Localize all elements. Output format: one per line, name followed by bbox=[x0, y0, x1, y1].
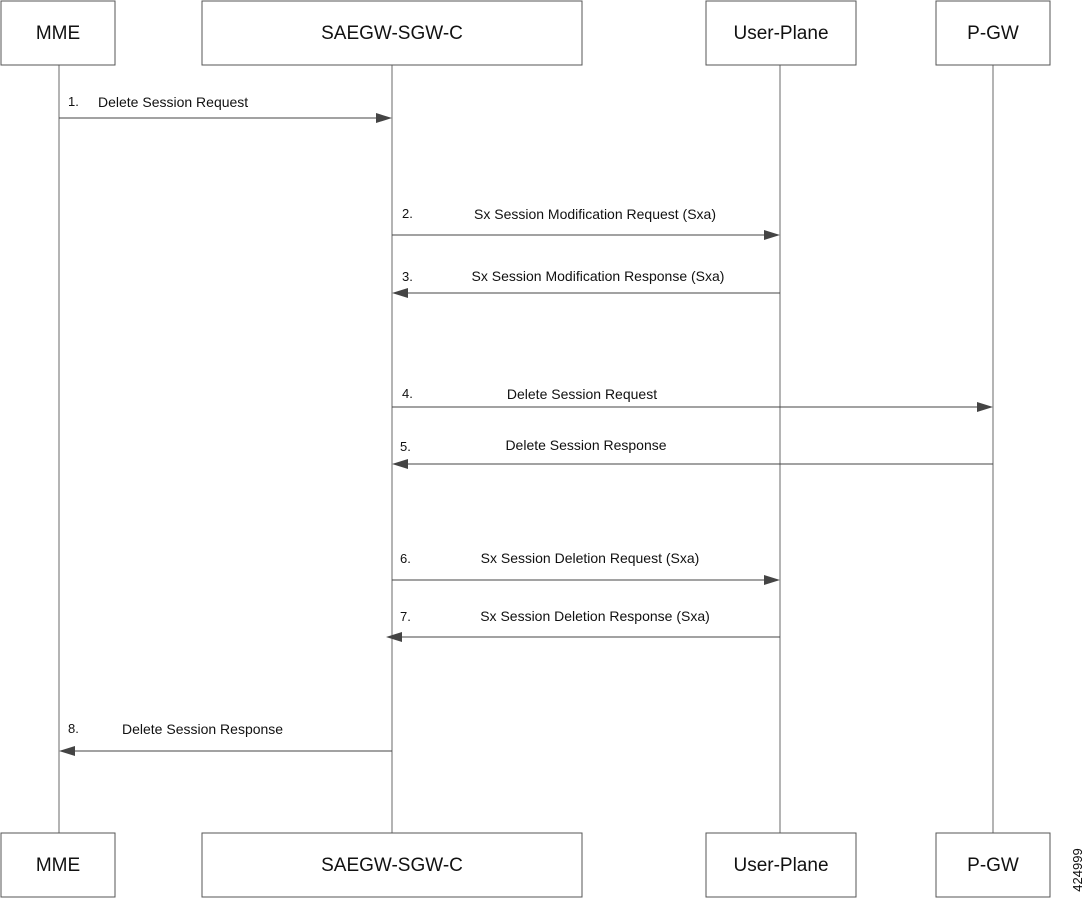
arrowhead-icon bbox=[764, 230, 780, 240]
message-2: 2. Sx Session Modification Request (Sxa) bbox=[392, 206, 780, 240]
step-number: 4. bbox=[402, 386, 413, 401]
participant-label: SAEGW-SGW-C bbox=[321, 855, 463, 876]
message-7: 7. Sx Session Deletion Response (Sxa) bbox=[386, 608, 780, 642]
participant-label: P-GW bbox=[967, 855, 1019, 876]
step-number: 3. bbox=[402, 269, 413, 284]
arrowhead-icon bbox=[59, 746, 75, 756]
participant-label: User-Plane bbox=[733, 23, 828, 44]
message-1: 1. Delete Session Request bbox=[59, 94, 392, 123]
participant-top-sgw: SAEGW-SGW-C bbox=[201, 0, 583, 66]
arrowhead-icon bbox=[376, 113, 392, 123]
step-number: 5. bbox=[400, 439, 411, 454]
arrowhead-icon bbox=[392, 288, 408, 298]
figure-id: 424999 bbox=[1070, 848, 1085, 891]
message-label: Delete Session Response bbox=[122, 721, 283, 737]
participant-top-up: User-Plane bbox=[705, 0, 857, 66]
participant-label: MME bbox=[36, 855, 80, 876]
message-6: 6. Sx Session Deletion Request (Sxa) bbox=[392, 550, 780, 585]
message-8: 8. Delete Session Response bbox=[59, 721, 392, 756]
message-label: Delete Session Response bbox=[505, 437, 666, 453]
participant-bottom-mme: MME bbox=[0, 832, 116, 898]
step-number: 7. bbox=[400, 609, 411, 624]
participant-top-mme: MME bbox=[0, 0, 116, 66]
participant-label: User-Plane bbox=[733, 855, 828, 876]
arrowhead-icon bbox=[977, 402, 993, 412]
arrowhead-icon bbox=[764, 575, 780, 585]
participant-label: SAEGW-SGW-C bbox=[321, 23, 463, 44]
message-label: Sx Session Deletion Response (Sxa) bbox=[480, 608, 710, 624]
arrowhead-icon bbox=[386, 632, 402, 642]
participant-bottom-up: User-Plane bbox=[705, 832, 857, 898]
step-number: 6. bbox=[400, 551, 411, 566]
participant-top-pgw: P-GW bbox=[935, 0, 1051, 66]
participant-bottom-sgw: SAEGW-SGW-C bbox=[201, 832, 583, 898]
message-label: Sx Session Modification Request (Sxa) bbox=[474, 206, 716, 222]
message-label: Delete Session Request bbox=[507, 386, 657, 402]
participant-bottom-pgw: P-GW bbox=[935, 832, 1051, 898]
participant-label: P-GW bbox=[967, 23, 1019, 44]
message-label: Delete Session Request bbox=[98, 94, 248, 110]
participant-label: MME bbox=[36, 23, 80, 44]
step-number: 1. bbox=[68, 94, 79, 109]
message-3: 3. Sx Session Modification Response (Sxa… bbox=[392, 268, 780, 298]
message-label: Sx Session Deletion Request (Sxa) bbox=[481, 550, 700, 566]
message-label: Sx Session Modification Response (Sxa) bbox=[472, 268, 725, 284]
message-5: 5. Delete Session Response bbox=[392, 437, 993, 469]
arrowhead-icon bbox=[392, 459, 408, 469]
message-4: 4. Delete Session Request bbox=[392, 386, 993, 412]
step-number: 2. bbox=[402, 206, 413, 221]
step-number: 8. bbox=[68, 721, 79, 736]
